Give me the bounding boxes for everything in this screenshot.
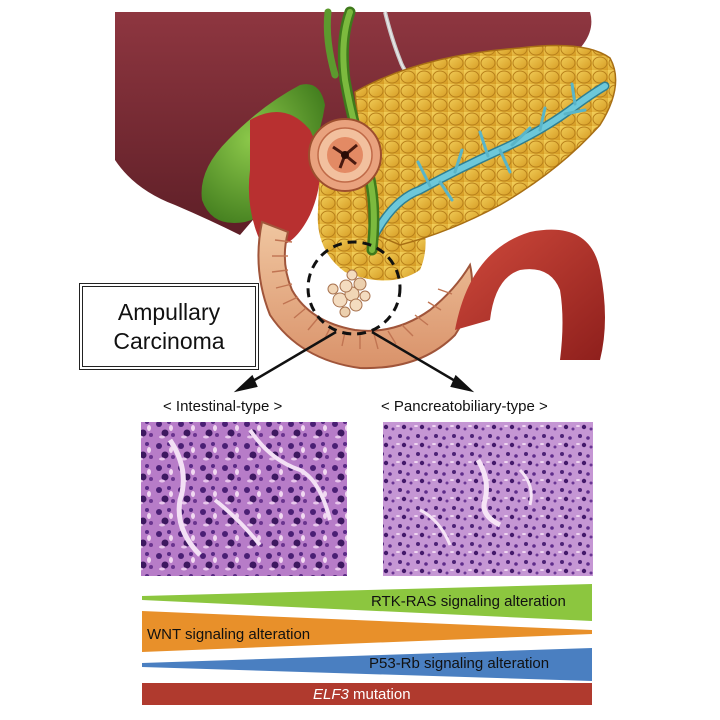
p53-rb-label: P53-Rb signaling alteration [369,655,550,672]
elf3-mutation-text: mutation [348,686,411,703]
label-line-2: Carcinoma [113,327,225,354]
elf3-label: ELF3 mutation [313,686,411,703]
tumor-highlight-circle [306,240,402,336]
arrow-to-intestinal [233,330,337,393]
pancreatobiliary-type-label: < Pancreatobiliary-type > [381,398,548,415]
bar-wnt [142,611,592,652]
intestinal-type-label: < Intestinal-type > [163,398,283,415]
elf3-gene-name: ELF3 [313,686,349,703]
ampullary-tumor [327,269,371,318]
wnt-label: WNT signaling alteration [147,626,311,643]
bar-elf3 [142,683,592,705]
histology-pancreatobiliary [383,422,593,576]
bar-p53-rb [142,648,592,681]
label-line-1: Ampullary [117,298,221,325]
arrow-to-pancreatobiliary [371,330,475,393]
bar-rtk-ras [142,584,592,621]
duodenum [257,220,474,370]
rtk-ras-label: RTK-RAS signaling alteration [371,593,566,610]
ampullary-carcinoma-label: Ampullary Carcinoma [79,283,259,370]
